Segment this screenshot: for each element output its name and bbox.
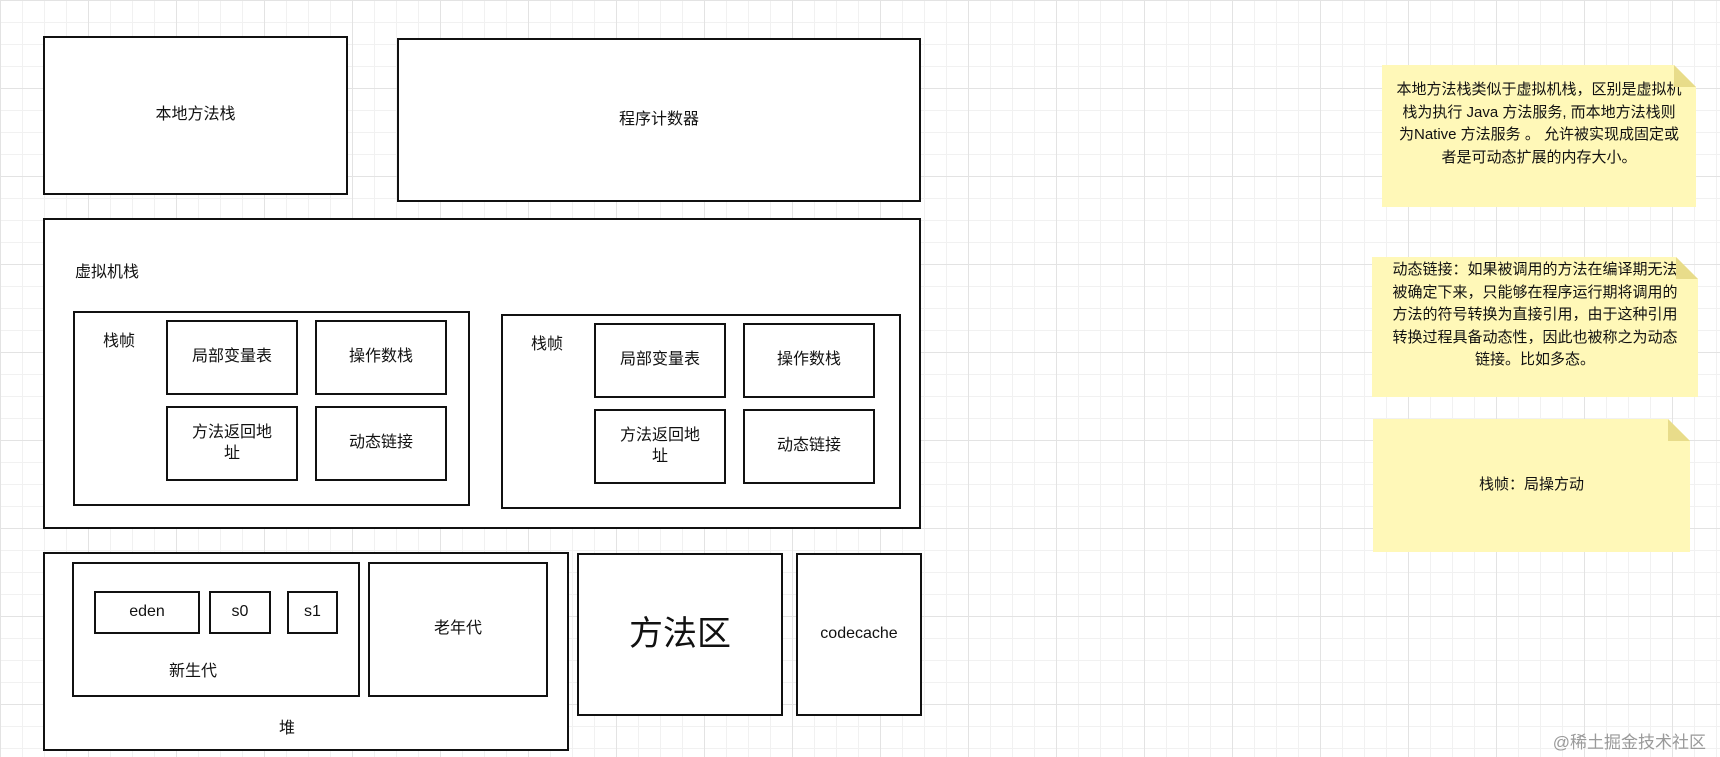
- heap-box: eden s0 s1 新生代 老年代 堆: [43, 552, 569, 751]
- native-stack-note: 本地方法栈类似于虚拟机栈，区别是虚拟机栈为执行 Java 方法服务, 而本地方法…: [1382, 65, 1696, 207]
- operand-stack-2-label: 操作数栈: [776, 351, 841, 369]
- dynamic-link-note-text: 动态链接：如果被调用的方法在编译期无法被确定下来，只能够在程序运行期将调用的方法…: [1392, 261, 1678, 368]
- local-variable-table-2-label: 局部变量表: [619, 351, 700, 369]
- program-counter-label: 程序计数器: [618, 110, 699, 128]
- frame-note: 栈帧：局操方动: [1373, 419, 1690, 552]
- s0-label: s0: [231, 603, 249, 621]
- local-variable-table-1-label: 局部变量表: [191, 348, 272, 366]
- method-area-box: 方法区: [577, 553, 783, 716]
- eden-label: eden: [129, 603, 165, 621]
- frame-note-text: 栈帧：局操方动: [1478, 476, 1584, 494]
- local-variable-table-1: 局部变量表: [166, 320, 298, 395]
- dynamic-link-2: 动态链接: [743, 409, 875, 484]
- young-generation-label: 新生代: [169, 663, 218, 680]
- dynamic-link-1: 动态链接: [315, 406, 447, 481]
- old-generation-box: 老年代: [368, 562, 548, 697]
- code-cache-label: codecache: [820, 625, 898, 643]
- native-stack-note-fold: [1674, 65, 1696, 87]
- stack-frame-1: 栈帧 局部变量表 操作数栈 方法返回地址 动态链接: [73, 311, 470, 506]
- dynamic-link-note: 动态链接：如果被调用的方法在编译期无法被确定下来，只能够在程序运行期将调用的方法…: [1372, 257, 1698, 397]
- dynamic-link-note-fold: [1676, 257, 1698, 279]
- return-address-1: 方法返回地址: [166, 406, 298, 481]
- stack-frame-1-label: 栈帧: [103, 333, 136, 350]
- local-variable-table-2: 局部变量表: [594, 323, 726, 398]
- return-address-2-label: 方法返回地址: [619, 426, 700, 465]
- stack-frame-2-label: 栈帧: [531, 336, 564, 353]
- native-method-stack-box: 本地方法栈: [43, 36, 348, 195]
- operand-stack-2: 操作数栈: [743, 323, 875, 398]
- watermark: @稀土掘金技术社区: [1552, 733, 1706, 752]
- old-generation-label: 老年代: [433, 620, 482, 638]
- dynamic-link-2-label: 动态链接: [776, 437, 841, 455]
- operand-stack-1-label: 操作数栈: [348, 348, 413, 366]
- native-method-stack-label: 本地方法栈: [155, 106, 236, 124]
- stack-frame-2: 栈帧 局部变量表 操作数栈 方法返回地址 动态链接: [501, 314, 901, 509]
- operand-stack-1: 操作数栈: [315, 320, 447, 395]
- young-generation-box: eden s0 s1 新生代: [72, 562, 360, 697]
- s1-box: s1: [287, 591, 338, 634]
- code-cache-box: codecache: [796, 553, 922, 716]
- s0-box: s0: [209, 591, 271, 634]
- return-address-1-label: 方法返回地址: [191, 423, 272, 462]
- method-area-label: 方法区: [629, 615, 731, 654]
- eden-box: eden: [94, 591, 200, 634]
- vm-stack-title: 虚拟机栈: [75, 264, 140, 281]
- s1-label: s1: [304, 603, 321, 621]
- program-counter-box: 程序计数器: [397, 38, 921, 202]
- heap-label: 堆: [279, 720, 296, 737]
- return-address-2: 方法返回地址: [594, 409, 726, 484]
- vm-stack-box: 虚拟机栈 栈帧 局部变量表 操作数栈 方法返回地址 动态链接 栈帧 局部变量表 …: [43, 218, 921, 529]
- frame-note-fold: [1668, 419, 1690, 441]
- native-stack-note-text: 本地方法栈类似于虚拟机栈，区别是虚拟机栈为执行 Java 方法服务, 而本地方法…: [1396, 81, 1682, 166]
- dynamic-link-1-label: 动态链接: [348, 434, 413, 452]
